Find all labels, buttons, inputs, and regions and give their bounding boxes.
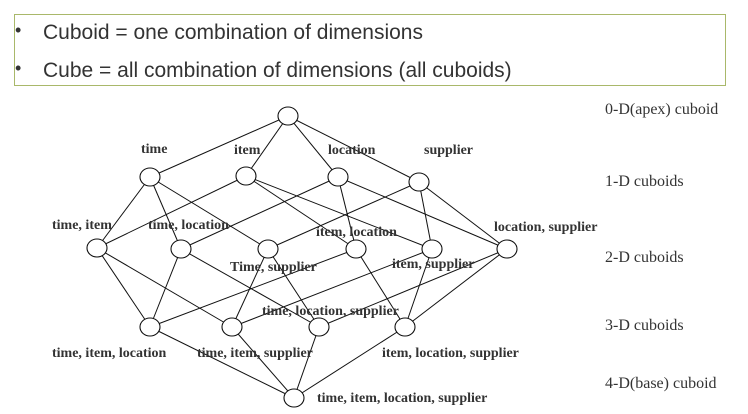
bullet-text: Cube = all combination of dimensions (al… xyxy=(43,59,512,82)
edge-i-ti xyxy=(96,175,247,249)
level-label-1: 1-D cuboids xyxy=(605,173,684,190)
edge-apex-i xyxy=(245,115,289,177)
edge-l-ls xyxy=(337,176,508,250)
edge-ls-tls xyxy=(318,248,508,328)
node-label-t: time xyxy=(141,142,167,157)
edge-i-is xyxy=(245,175,433,250)
node-label-s: supplier xyxy=(424,143,473,158)
edge-apex-t xyxy=(149,115,289,178)
definition-box: • Cuboid = one combination of dimensions… xyxy=(14,14,726,86)
edge-apex-l xyxy=(287,115,339,178)
edge-tl-til xyxy=(149,248,182,328)
cuboid-node-ils xyxy=(394,317,416,337)
node-label-base: time, item, location, supplier xyxy=(317,391,487,406)
edge-s-is xyxy=(418,181,433,250)
edge-is-ils xyxy=(404,248,433,328)
cuboid-node-ts xyxy=(257,239,279,259)
edge-ti-til xyxy=(96,247,151,328)
edge-til-base xyxy=(149,326,295,399)
edge-s-ts xyxy=(267,181,420,250)
cuboid-node-tl xyxy=(170,239,192,259)
cuboid-node-apex xyxy=(277,106,299,126)
node-label-l: location xyxy=(328,143,376,158)
node-label-tis: time, item, supplier xyxy=(197,346,313,361)
level-label-0: 0-D(apex) cuboid xyxy=(605,101,718,118)
cuboid-node-tls xyxy=(308,317,330,337)
cuboid-node-ti xyxy=(86,238,108,258)
node-label-til: time, item, location xyxy=(52,346,167,361)
cuboid-node-tis xyxy=(221,317,243,337)
nodes-layer xyxy=(86,106,518,408)
node-label-is: item, supplier xyxy=(392,257,474,272)
bullet-dot-icon: • xyxy=(15,58,22,78)
edge-l-tl xyxy=(180,176,339,250)
edge-il-til xyxy=(149,248,357,328)
edge-l-il xyxy=(337,176,357,250)
edge-ti-tis xyxy=(96,247,233,328)
node-label-ls: location, supplier xyxy=(494,220,597,235)
edge-il-ils xyxy=(355,248,406,328)
cuboid-node-l xyxy=(327,167,349,187)
node-label-il: item, location xyxy=(316,225,397,240)
edge-ts-tls xyxy=(267,248,320,328)
node-label-tl: time, location xyxy=(148,218,229,233)
cuboid-node-i xyxy=(235,166,257,186)
cuboid-node-ls xyxy=(496,239,518,259)
edges-layer xyxy=(96,115,508,399)
node-label-tls: time, location, supplier xyxy=(262,304,399,319)
edge-tls-base xyxy=(293,326,320,399)
edge-t-tl xyxy=(149,176,182,250)
edge-t-ts xyxy=(149,176,269,250)
edge-s-ls xyxy=(418,181,508,250)
edge-tis-base xyxy=(231,326,295,399)
level-label-2: 2-D cuboids xyxy=(605,249,684,266)
cuboid-node-s xyxy=(408,172,430,192)
level-label-3: 3-D cuboids xyxy=(605,317,684,334)
edge-ils-base xyxy=(293,326,406,399)
edge-is-tis xyxy=(231,248,433,328)
cuboid-node-t xyxy=(139,167,161,187)
cuboid-node-is xyxy=(421,239,443,259)
level-label-4: 4-D(base) cuboid xyxy=(605,375,717,392)
cuboid-node-il xyxy=(345,239,367,259)
node-label-i: item xyxy=(234,143,261,158)
edge-ts-tis xyxy=(231,248,269,328)
node-labels-layer: time item location supplier time, item time, … xyxy=(52,142,597,406)
edge-t-ti xyxy=(96,176,151,249)
bullet-text: Cuboid = one combination of dimensions xyxy=(43,21,423,44)
node-label-ti: time, item xyxy=(52,218,112,233)
edge-apex-s xyxy=(287,115,420,183)
bullet-dot-icon: • xyxy=(15,20,22,40)
edge-ls-ils xyxy=(404,248,508,328)
node-label-ts: Time, supplier xyxy=(230,260,317,275)
level-labels-layer: 0-D(apex) cuboid 1-D cuboids 2-D cuboids 3-… xyxy=(605,101,718,392)
edge-i-il xyxy=(245,175,357,250)
node-label-ils: item, location, supplier xyxy=(382,346,519,361)
cuboid-node-til xyxy=(139,317,161,337)
cuboid-node-base xyxy=(283,388,305,408)
